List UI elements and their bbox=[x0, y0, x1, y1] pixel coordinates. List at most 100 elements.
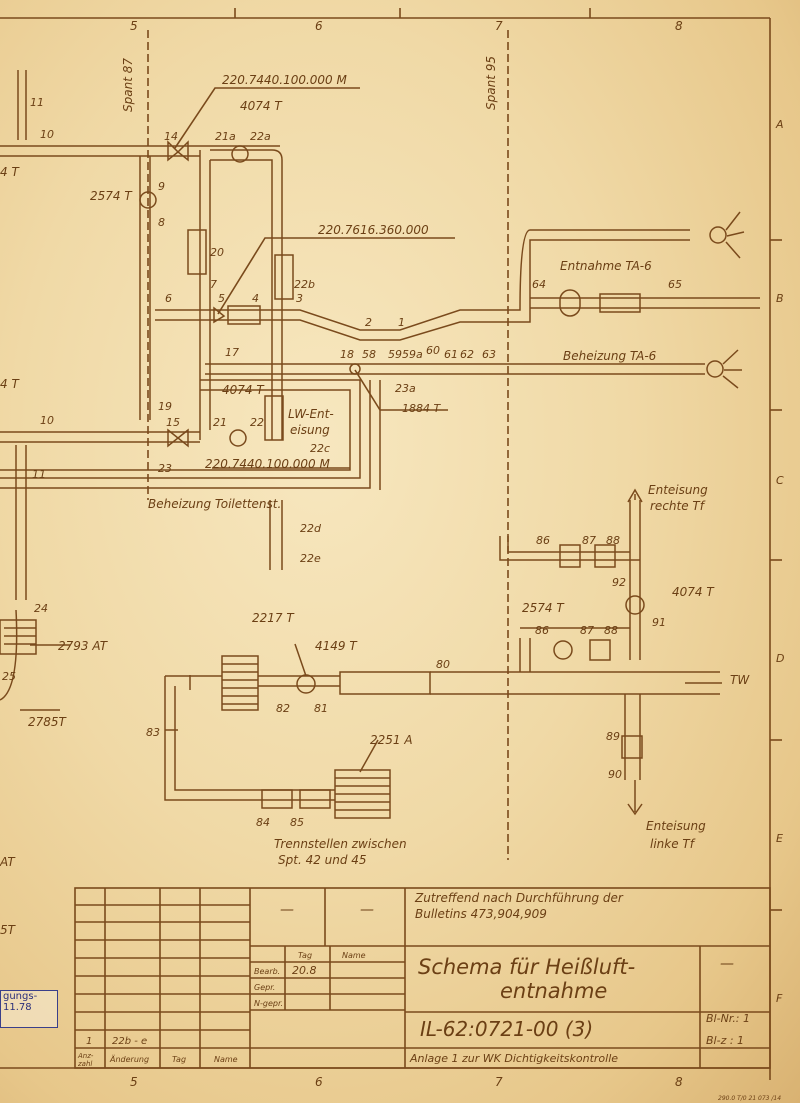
col-tag: Tag bbox=[298, 951, 312, 960]
drawing-subtitle: Anlage 1 zur WK Dichtigkeitskontrolle bbox=[409, 1052, 618, 1065]
item-92: 92 bbox=[612, 576, 626, 589]
item-59: 59 bbox=[388, 348, 402, 361]
hdr-name: Name bbox=[214, 1055, 238, 1064]
item-86b: 86 bbox=[535, 624, 549, 637]
dash-1: — bbox=[280, 902, 294, 918]
tw-label: TW bbox=[730, 673, 750, 687]
part-2785: 2785T bbox=[28, 715, 68, 729]
item-21a: 21a bbox=[215, 130, 236, 143]
item-22: 22 bbox=[250, 416, 264, 429]
drawing-number: IL-62:0721-00 (3) bbox=[420, 1017, 593, 1041]
part-4074-mid: 4074 T bbox=[222, 383, 265, 397]
sheet-count: Bl-z : 1 bbox=[706, 1034, 744, 1047]
item-82: 82 bbox=[276, 702, 290, 715]
part-2574-right: 2574 T bbox=[522, 601, 565, 615]
stamp-line-1: gungs- bbox=[3, 991, 38, 1002]
grid-row-a: A bbox=[775, 118, 784, 131]
sheet-number: Bl-Nr.: 1 bbox=[706, 1012, 750, 1025]
item-4: 4 bbox=[252, 292, 259, 305]
blue-stamp: gungs- 11.78 bbox=[0, 990, 58, 1028]
part-220-7616: 220.7616.360.000 bbox=[318, 223, 429, 237]
item-numbers: 11 10 14 21a 22a 9 8 20 7 22b 6 5 4 3 2 … bbox=[2, 96, 682, 829]
item-18: 18 bbox=[340, 348, 354, 361]
lw-enteisung-label-2: eisung bbox=[290, 423, 330, 437]
row-bearb: Bearb. bbox=[254, 967, 280, 976]
row-gepr: Gepr. bbox=[254, 983, 275, 992]
item-22d: 22d bbox=[300, 522, 322, 535]
grid-col-8-bottom: 8 bbox=[675, 1075, 683, 1089]
item-6: 6 bbox=[165, 292, 172, 305]
beheizung-ta6-label: Beheizung TA-6 bbox=[563, 349, 657, 363]
rev-index: 1 bbox=[86, 1036, 92, 1047]
item-22c: 22c bbox=[310, 442, 330, 455]
item-15: 15 bbox=[166, 416, 180, 429]
hdr-aenderung: Änderung bbox=[109, 1054, 149, 1064]
item-81: 81 bbox=[314, 702, 328, 715]
item-10: 10 bbox=[40, 128, 54, 141]
grid-col-5-bottom: 5 bbox=[130, 1075, 138, 1089]
item-65: 65 bbox=[668, 278, 682, 291]
item-24: 24 bbox=[34, 602, 48, 615]
part-4074-top: 4074 T bbox=[240, 99, 283, 113]
grid-col-6-bottom: 6 bbox=[315, 1075, 323, 1089]
leader-lines bbox=[20, 87, 455, 711]
item-80: 80 bbox=[436, 658, 450, 671]
edge-label-4t-1: 4 T bbox=[0, 165, 20, 179]
grid-col-6: 6 bbox=[315, 19, 323, 33]
lower-pipe-network bbox=[164, 488, 722, 819]
item-11b: 11 bbox=[32, 468, 46, 481]
grid-row-e: E bbox=[776, 832, 783, 845]
item-87b: 87 bbox=[580, 624, 594, 637]
item-25: 25 bbox=[2, 670, 16, 683]
dash-3: — bbox=[720, 956, 734, 972]
trennstellen-label-1: Trennstellen zwischen bbox=[274, 837, 407, 851]
item-11: 11 bbox=[30, 96, 44, 109]
item-58: 58 bbox=[362, 348, 376, 361]
grid-col-7: 7 bbox=[495, 19, 503, 33]
grid-col-7-bottom: 7 bbox=[495, 1075, 503, 1089]
item-83: 83 bbox=[146, 726, 160, 739]
grid-row-d: D bbox=[776, 652, 784, 665]
item-88b: 88 bbox=[604, 624, 618, 637]
rev-text: 22b - e bbox=[112, 1036, 147, 1047]
item-89: 89 bbox=[606, 730, 620, 743]
beheizung-toilette-label: Beheizung Toilettenst. bbox=[148, 497, 281, 511]
item-20: 20 bbox=[210, 246, 224, 259]
item-2: 2 bbox=[365, 316, 372, 329]
lw-enteisung-label-1: LW-Ent- bbox=[288, 407, 334, 421]
part-2793: 2793 AT bbox=[58, 639, 109, 653]
grid-col-5: 5 bbox=[130, 19, 138, 33]
item-8: 8 bbox=[158, 216, 165, 229]
item-21: 21 bbox=[213, 416, 227, 429]
part-2574-left: 2574 T bbox=[90, 189, 133, 203]
valves bbox=[0, 140, 361, 655]
grid-row-c: C bbox=[776, 474, 784, 487]
item-10b: 10 bbox=[40, 414, 54, 427]
drawing-frame bbox=[0, 8, 782, 1080]
grid-col-8: 8 bbox=[675, 19, 683, 33]
item-61: 61 bbox=[444, 348, 458, 361]
row-ngepr: N-gepr. bbox=[254, 999, 283, 1008]
item-87a: 87 bbox=[582, 534, 596, 547]
item-22e: 22e bbox=[300, 552, 321, 565]
item-19: 19 bbox=[158, 400, 172, 413]
spant-87-label: Spant 87 bbox=[121, 58, 135, 112]
item-14: 14 bbox=[164, 130, 178, 143]
col-name: Name bbox=[342, 951, 366, 960]
item-23: 23 bbox=[158, 462, 172, 475]
item-90: 90 bbox=[608, 768, 622, 781]
title-block bbox=[74, 887, 771, 1069]
edge-label-4t-2: 4 T bbox=[0, 377, 20, 391]
item-64: 64 bbox=[532, 278, 546, 291]
enteisung-rechts-label-2: rechte Tf bbox=[650, 499, 706, 513]
enteisung-links-label-1: Enteisung bbox=[646, 819, 706, 833]
item-9: 9 bbox=[158, 180, 165, 193]
stamp-line-2: 11.78 bbox=[3, 1002, 32, 1013]
note-line-2: Bulletins 473,904,909 bbox=[415, 907, 547, 921]
part-2217: 2217 T bbox=[252, 611, 295, 625]
trennstellen-label-2: Spt. 42 und 45 bbox=[278, 853, 367, 867]
hdr-anzahl-2: zahl bbox=[77, 1060, 92, 1068]
part-220-7440-bot: 220.7440.100.000 M bbox=[205, 457, 331, 471]
drawing-title-2: entnahme bbox=[500, 979, 607, 1003]
